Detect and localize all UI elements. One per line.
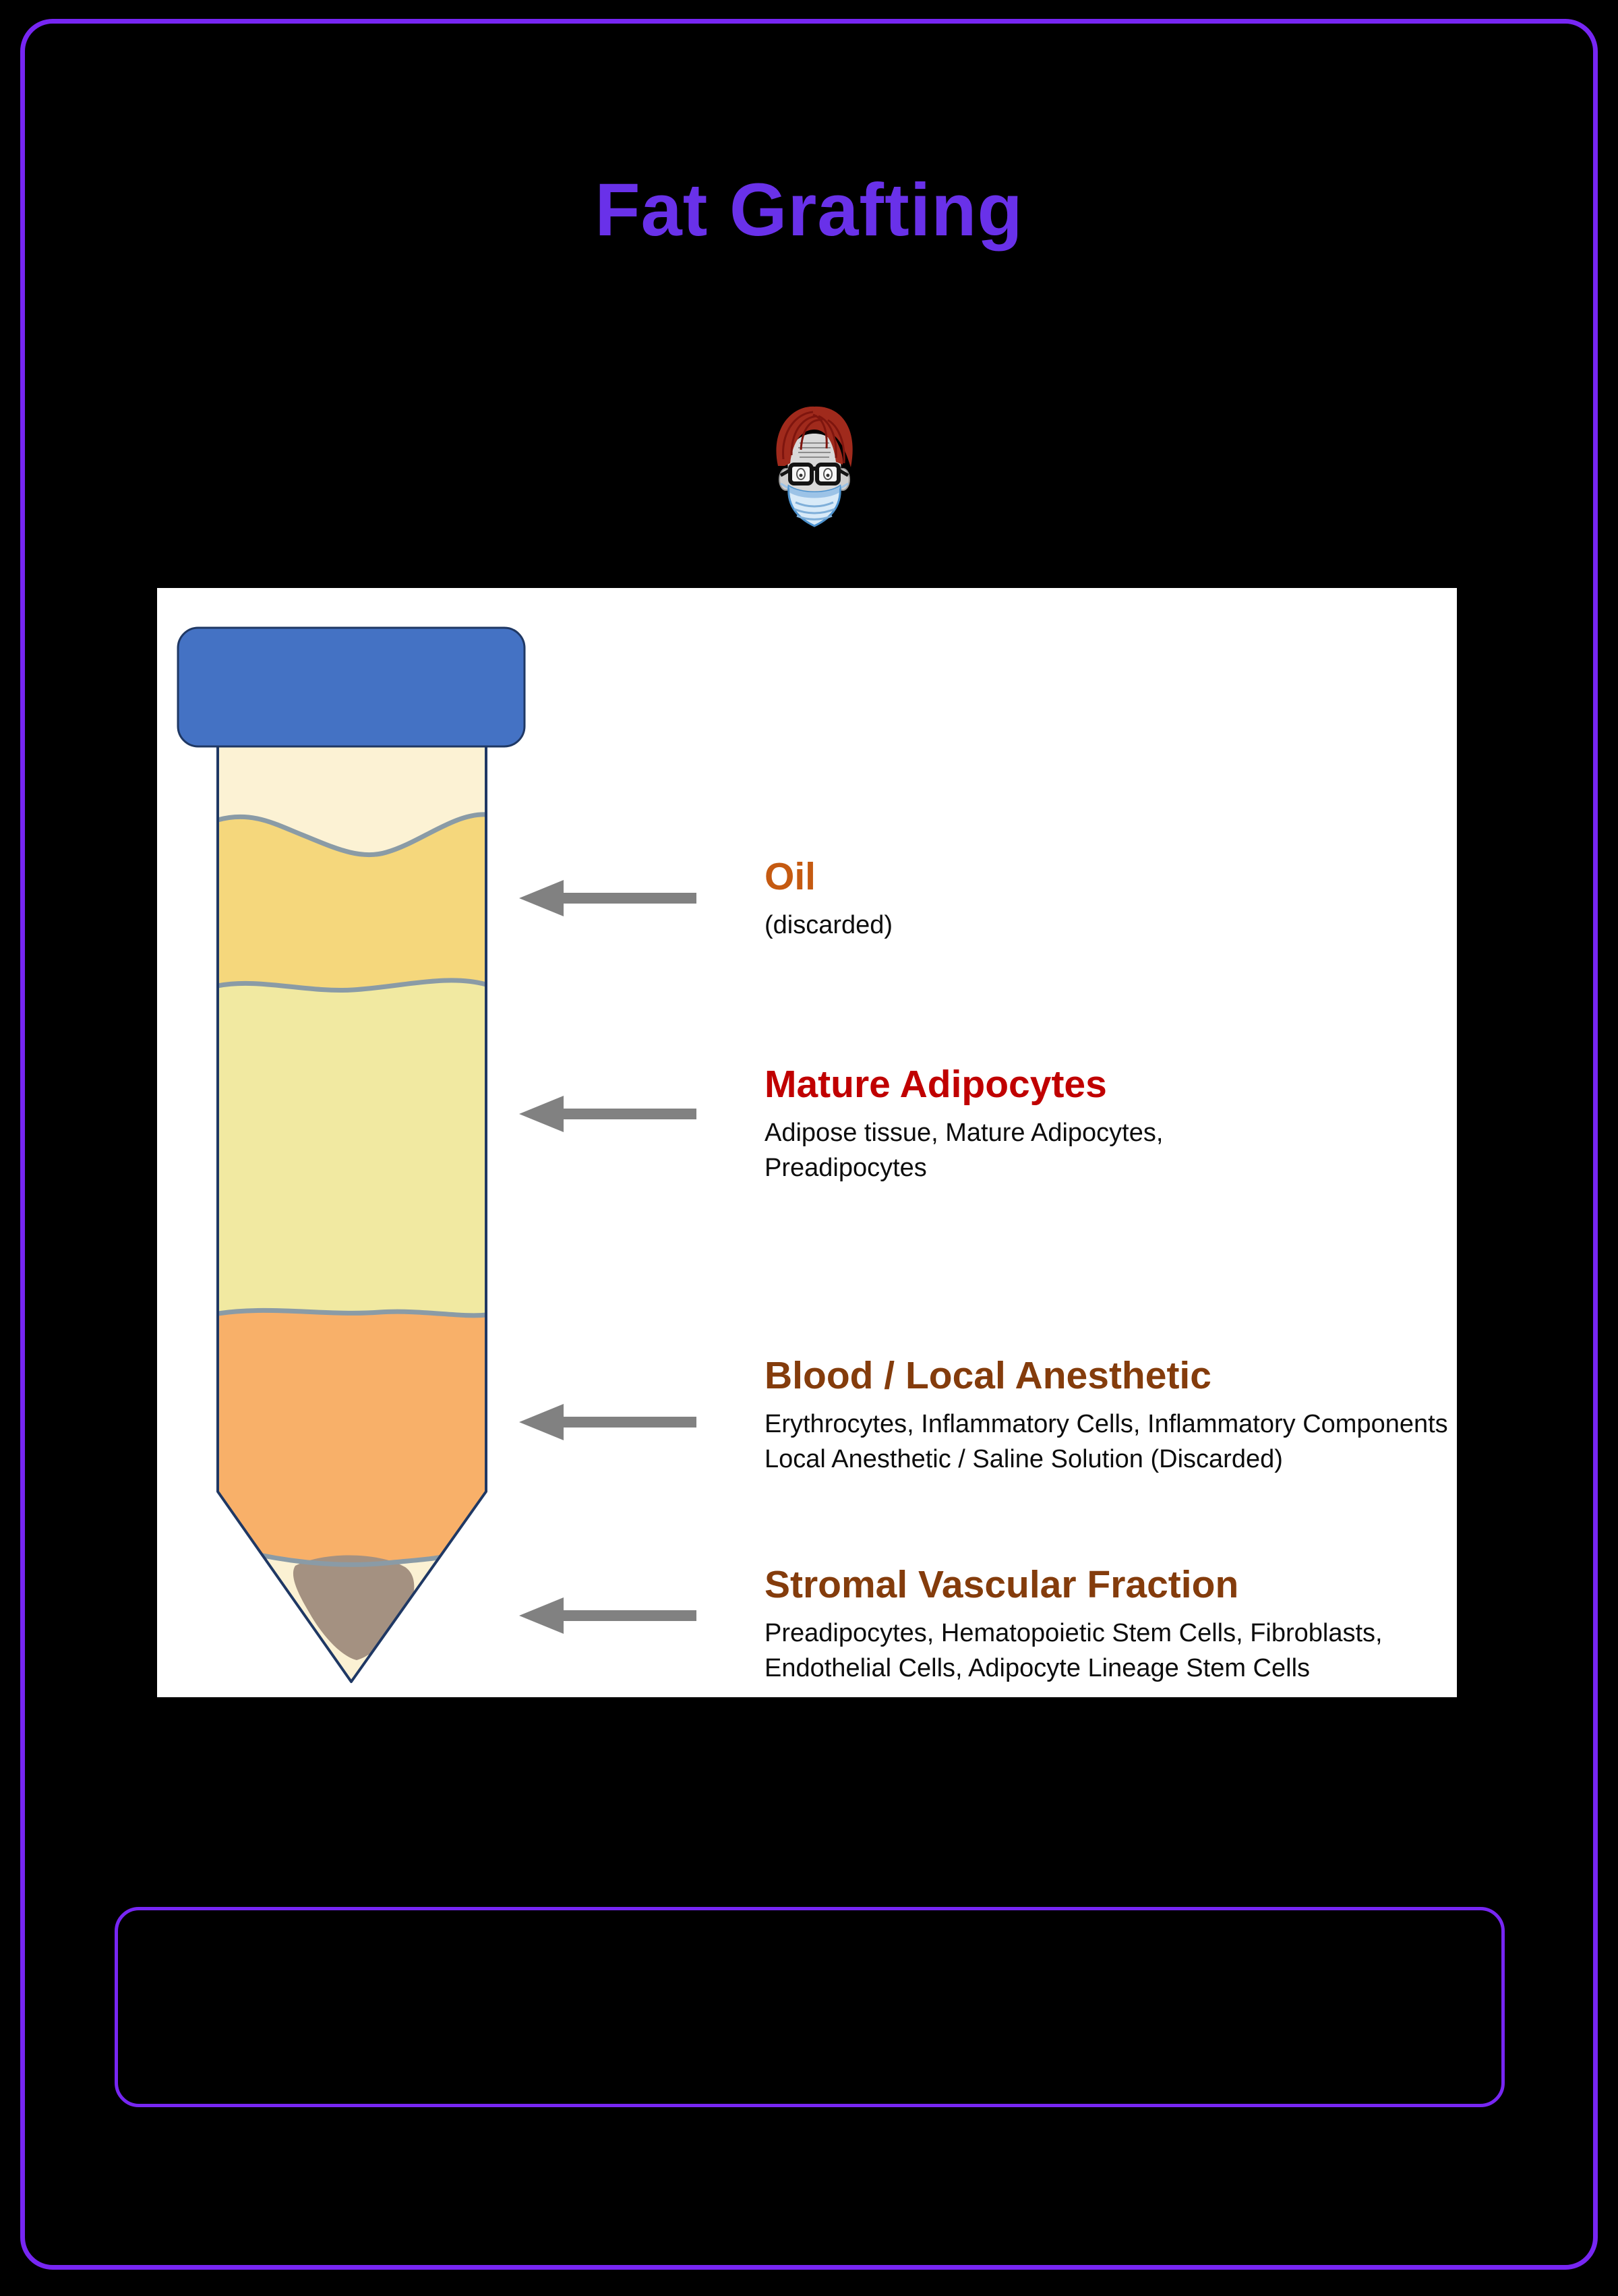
centrifuge-tube-diagram (177, 626, 696, 1683)
mature-adipocytes-arrow-icon (519, 1096, 696, 1132)
blood-boundary-line (218, 1307, 486, 1318)
oil-boundary-line (218, 812, 486, 858)
blood-arrow-icon (519, 1404, 696, 1440)
masked-surgeon-avatar-icon (776, 406, 853, 527)
mature-adipocytes-label-block: Mature Adipocytes Adipose tissue, Mature… (765, 1063, 1163, 1185)
forehead-lines (798, 442, 831, 458)
svf-arrow-icon (519, 1597, 696, 1634)
tube-outline (216, 746, 487, 1683)
svf-heading: Stromal Vascular Fraction (765, 1563, 1239, 1606)
adipocyte-boundary-line (218, 978, 486, 993)
hair (776, 406, 853, 467)
svf-subtext-2: Endothelial Cells, Adipocyte Lineage Ste… (765, 1653, 1311, 1682)
mature-adipocytes-subtext-1: Adipose tissue, Mature Adipocytes, (765, 1118, 1164, 1147)
svf-subtext-1: Preadipocytes, Hematopoietic Stem Cells,… (765, 1618, 1383, 1647)
tube-cap (177, 626, 526, 748)
svf-label-block: Stromal Vascular Fraction Preadipocytes,… (765, 1563, 1383, 1686)
stromal-vascular-fraction-pellet (293, 1555, 415, 1660)
mature-adipocytes-heading: Mature Adipocytes (765, 1063, 1107, 1106)
blood-anesthetic-subtext-1: Erythrocytes, Inflammatory Cells, Inflam… (765, 1409, 1448, 1438)
footer-note-box (115, 1907, 1505, 2107)
mature-adipocytes-subtext-2: Preadipocytes (765, 1153, 927, 1182)
hair-strands (782, 411, 845, 464)
oil-arrow-icon (519, 880, 696, 916)
diagram-panel: Oil (discarded) Mature Adipocytes Adipos… (157, 588, 1457, 1697)
oil-heading: Oil (765, 855, 816, 898)
blood-anesthetic-subtext-2: Local Anesthetic / Saline Solution (Disc… (765, 1444, 1283, 1473)
blood-anesthetic-heading: Blood / Local Anesthetic (765, 1354, 1211, 1397)
page-title: Fat Grafting (595, 169, 1023, 252)
blood-anesthetic-label-block: Blood / Local Anesthetic Erythrocytes, I… (765, 1354, 1448, 1477)
surgical-mask-icon (780, 482, 849, 527)
outer-purple-frame (20, 19, 1598, 2270)
glasses-icon (779, 463, 849, 485)
oil-subtext: (discarded) (765, 910, 893, 939)
svf-boundary-line (257, 1552, 447, 1567)
oil-label-block: Oil (discarded) (765, 855, 893, 943)
